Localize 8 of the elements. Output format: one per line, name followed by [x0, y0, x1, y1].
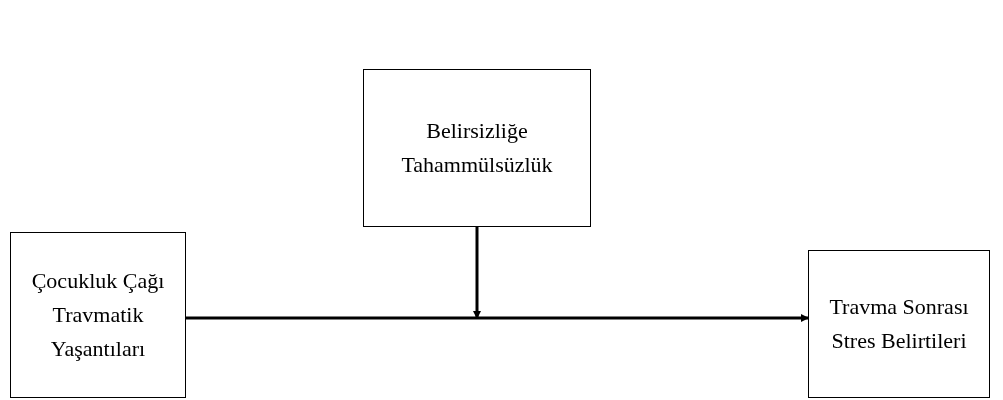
text-box	[808, 250, 990, 398]
box-label: Çocukluk Çağı Travmatik Yaşantıları	[30, 267, 166, 363]
arrow	[186, 314, 809, 322]
box-label: Belirsizliğe Tahammülsüzlük	[400, 117, 554, 179]
text-box	[363, 69, 591, 227]
text-box	[10, 232, 186, 398]
arrow	[473, 227, 481, 319]
box-label: Travma Sonrası Stres Belirtileri	[828, 293, 970, 355]
